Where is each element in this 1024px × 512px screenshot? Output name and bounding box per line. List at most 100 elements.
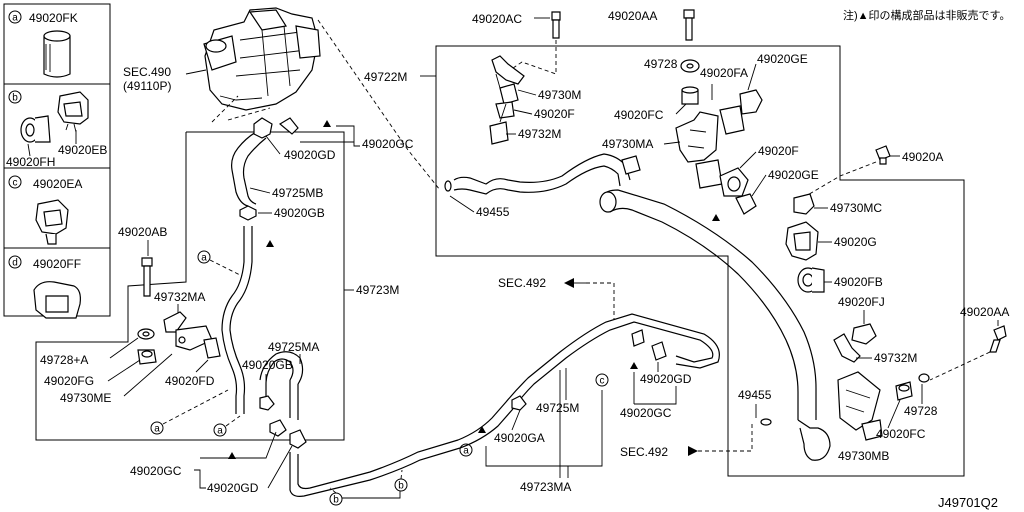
label-49728A: 49728+A <box>40 353 88 367</box>
label-49020FG: 49020FG <box>44 374 94 388</box>
legend-part-49020FF: 49020FF <box>33 257 81 271</box>
bracket-49732M-right <box>833 333 861 363</box>
hose-49725MA <box>265 358 294 402</box>
label-49020GC-mid: 49020GC <box>620 406 672 420</box>
legend-part-49020FH: 49020FH <box>6 155 55 169</box>
label-49723MA: 49723MA <box>520 480 571 494</box>
callout-a-2-text: a <box>154 424 160 435</box>
label-49020GC-bottom: 49020GC <box>130 464 182 478</box>
washer-49728-right <box>918 373 930 383</box>
label-49728-right: 49728 <box>904 404 938 418</box>
label-49725MB: 49725MB <box>272 186 323 200</box>
bracket-49730M <box>489 55 525 145</box>
grommet-49020FC-right <box>895 381 913 401</box>
label-49020GD-bottom: 49020GD <box>207 481 259 495</box>
triangle-marker <box>323 120 331 127</box>
label-49020AA-right: 49020AA <box>960 305 1009 319</box>
label-49020FD: 49020FD <box>165 374 215 388</box>
clip-49730MC <box>793 193 815 215</box>
label-49020AC: 49020AC <box>472 12 522 26</box>
label-49020GE-upper: 49020GE <box>757 52 808 66</box>
label-49020G: 49020G <box>834 235 877 249</box>
label-49728-upper: 49728 <box>644 57 678 71</box>
legend-panel: a 49020FK b 49020FH 49020EB c 49020EA <box>3 3 111 319</box>
clip-49020G <box>785 221 819 261</box>
label-49730MB: 49730MB <box>838 449 889 463</box>
bracket-49730MA <box>675 111 723 189</box>
callout-b-2-text: b <box>398 481 404 492</box>
arrow-sec492-bottom <box>688 446 698 456</box>
hose-49723M <box>221 226 245 414</box>
label-49730MC: 49730MC <box>830 201 882 215</box>
label-49732M-upper: 49732M <box>518 127 561 141</box>
clamp-bracket-part <box>57 91 89 133</box>
washer-49728A <box>137 328 155 340</box>
sec490-ref-label: (49110P) <box>123 79 171 93</box>
label-49020GE-right: 49020GE <box>768 168 819 182</box>
callout-c-1 <box>595 373 609 387</box>
clip-49020FJ <box>851 323 877 345</box>
label-49020FJ: 49020FJ <box>838 295 885 309</box>
grommet-49020FG <box>137 349 157 365</box>
label-49730M: 49730M <box>538 88 581 102</box>
hose-49723MA <box>289 321 714 497</box>
arrow-sec492-top <box>564 278 574 288</box>
bolt-49020A <box>875 145 891 165</box>
callout-a-3 <box>213 423 227 437</box>
legend-badge-a <box>8 10 22 24</box>
legend-part-49020EA: 49020EA <box>33 177 82 191</box>
callout-a-4 <box>459 443 473 457</box>
upper-assembly-frame <box>435 45 965 477</box>
legend-badge-a-text: a <box>12 13 18 24</box>
label-49730MA: 49730MA <box>602 137 653 151</box>
label-49020F-right: 49020F <box>758 144 799 158</box>
filter-cylinder-part <box>43 30 71 78</box>
clamp-49020GE-right <box>735 193 757 215</box>
grommet-49020FB <box>797 267 825 293</box>
legend-badge-c-text: c <box>13 178 18 189</box>
label-49732MA: 49732MA <box>154 290 205 304</box>
legend-badge-b <box>8 90 22 104</box>
label-49725M: 49725M <box>536 401 579 415</box>
label-49722M: 49722M <box>364 70 407 84</box>
label-49723M: 49723M <box>356 283 399 297</box>
bolt-49020AC <box>551 11 561 39</box>
label-49020GC-top: 49020GC <box>362 137 414 151</box>
callout-a-4-text: a <box>463 446 469 457</box>
label-49020A: 49020A <box>902 150 943 164</box>
clip-part-d <box>33 281 81 319</box>
label-49730ME: 49730ME <box>60 391 111 405</box>
callout-a-1 <box>197 250 211 264</box>
label-49020GA: 49020GA <box>494 431 545 445</box>
label-49020GD-mid: 49020GD <box>640 372 692 386</box>
grommet-49020FC-upper <box>681 86 699 105</box>
legend-part-49020EB: 49020EB <box>58 143 107 157</box>
callout-a-1-text: a <box>201 253 207 264</box>
callout-a-3-text: a <box>217 426 223 437</box>
label-49020FB: 49020FB <box>834 275 883 289</box>
header-note: 注)▲印の構成部品は非販売です。 <box>843 8 1010 22</box>
label-49020F-upper: 49020F <box>534 107 575 121</box>
left-assembly-frame <box>35 131 345 441</box>
legend-badge-b-text: b <box>12 93 18 104</box>
label-49725MA: 49725MA <box>268 340 319 354</box>
bolt-49020AB <box>141 257 153 297</box>
sec492-bottom-label: SEC.492 <box>620 445 668 459</box>
legend-badge-c <box>8 175 22 189</box>
bracket-49732MA <box>163 311 221 359</box>
label-49020FA: 49020FA <box>700 66 748 80</box>
legend-badge-d <box>8 255 22 269</box>
label-49020GB-lower: 49020GB <box>242 358 293 372</box>
label-49020AB: 49020AB <box>118 225 167 239</box>
hose-49455-upper <box>453 153 631 185</box>
legend-badge-d-text: d <box>12 258 18 269</box>
grommet-part <box>20 115 51 143</box>
label-49455-upper: 49455 <box>476 205 510 219</box>
clamp-49020F-right <box>719 167 749 197</box>
label-49020GB-upper: 49020GB <box>274 206 325 220</box>
label-49020AA-top: 49020AA <box>608 9 657 23</box>
callout-c-1-text: c <box>600 376 605 387</box>
callout-a-2 <box>150 421 164 435</box>
bolt-49020AA-top <box>683 9 695 41</box>
